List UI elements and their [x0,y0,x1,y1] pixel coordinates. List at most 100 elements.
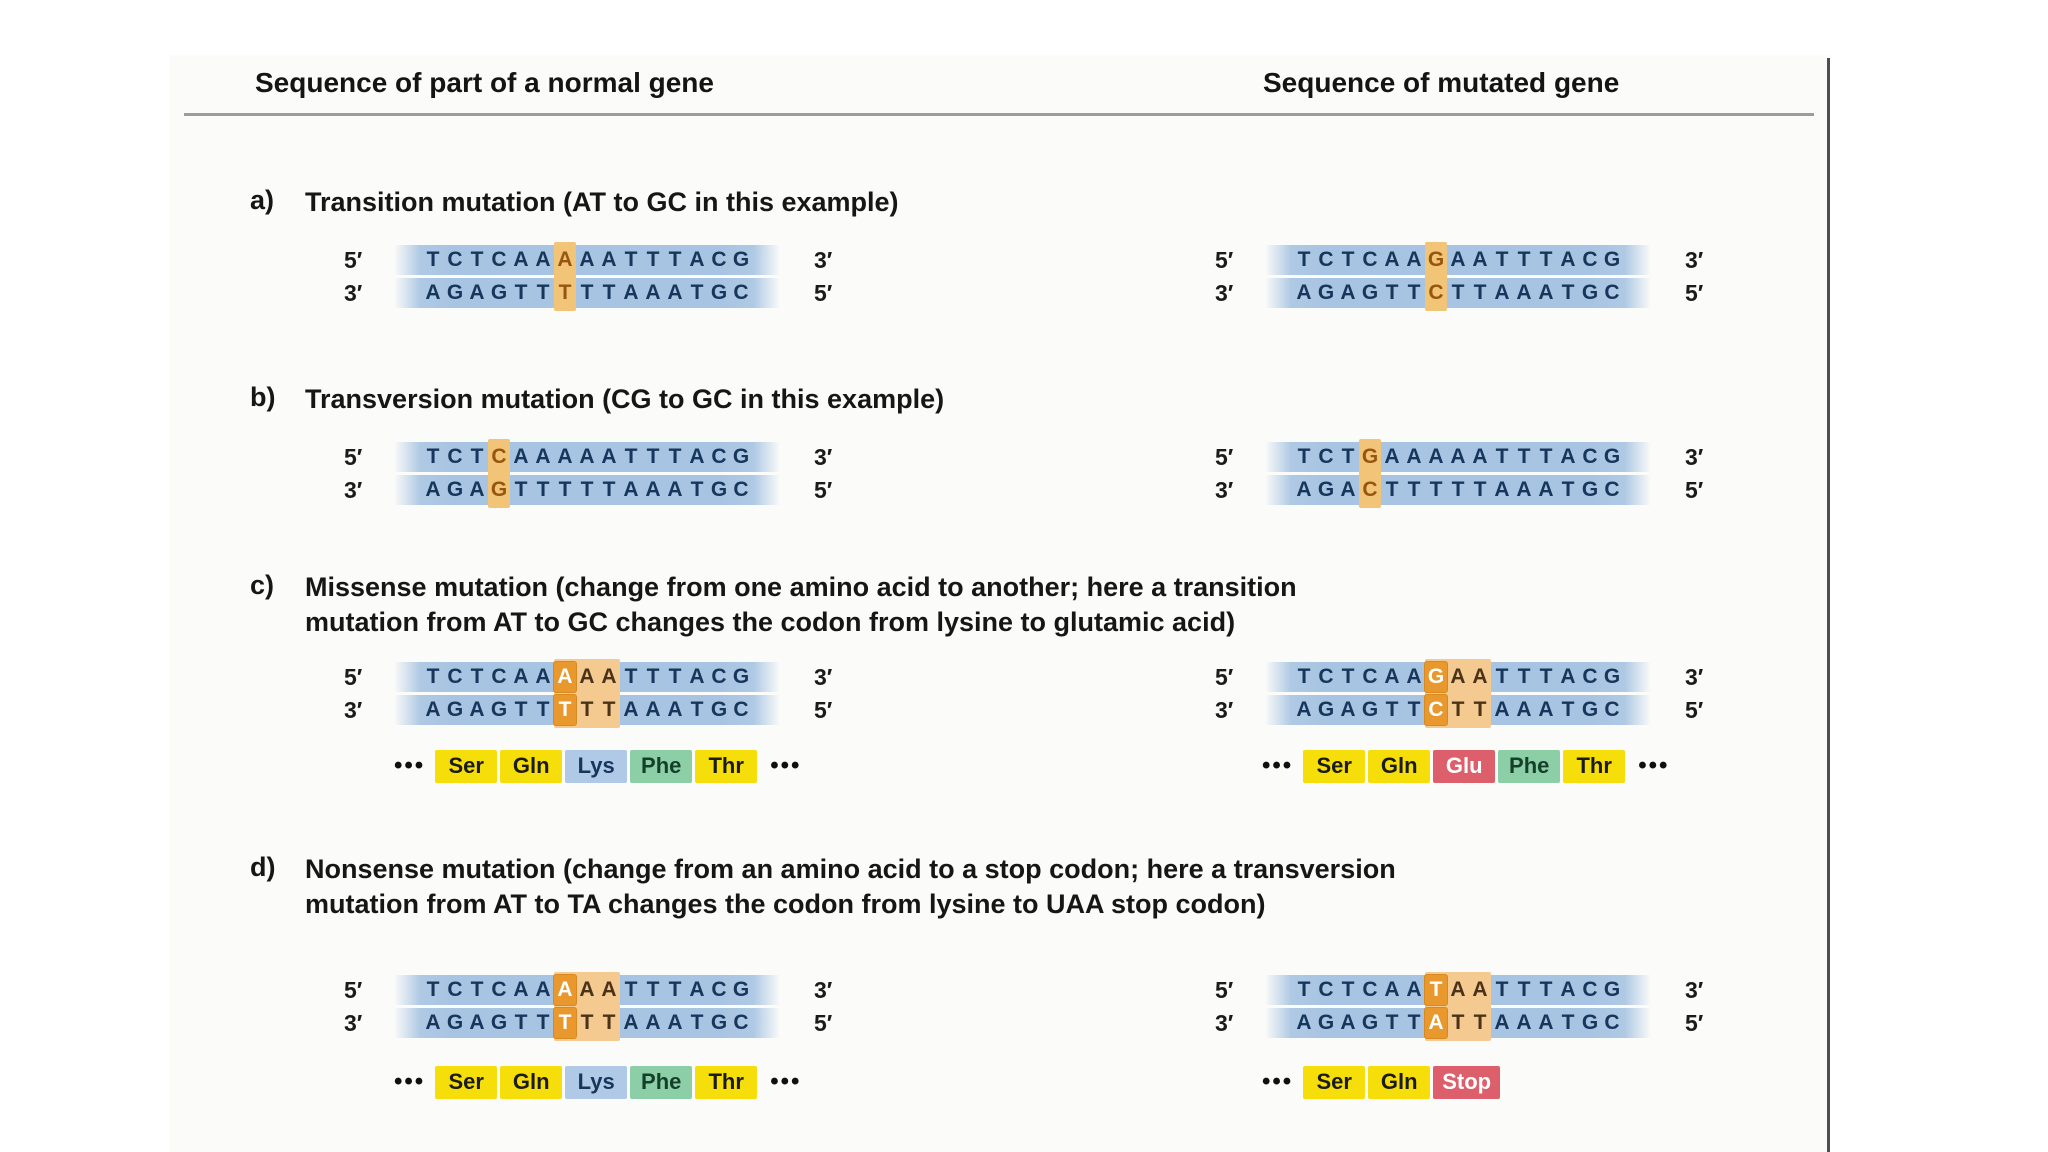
base: A [1494,1011,1510,1034]
base: T [1407,698,1421,721]
base: T [536,478,550,501]
base: C [1428,281,1444,304]
base: T [514,1011,528,1034]
section-title: Transversion mutation (CG to GC in this … [305,384,945,414]
base: A [1340,281,1356,304]
base: A [535,248,551,271]
ellipsis-dots: ••• [394,752,426,779]
base: G [1603,978,1621,1001]
base: A [1516,478,1532,501]
base: G [1603,248,1621,271]
strand-end-label: 5′ [1685,280,1704,306]
base: C [733,281,749,304]
base: C [711,978,727,1001]
amino-acid-thr: Thr [695,749,758,783]
base: T [1539,445,1553,468]
strand-end-labels: 3′5′ [814,662,854,725]
right-border-line [1827,58,1830,1152]
base: C [1604,281,1620,304]
base: A [689,248,705,271]
base: T [580,1011,594,1034]
base: A [1406,978,1422,1001]
section-label: b) [250,382,276,412]
base: C [733,1011,749,1034]
base: A [1538,1011,1554,1034]
strand-end-label: 3′ [1685,977,1704,1003]
base: A [1425,1008,1447,1038]
base: A [1296,281,1312,304]
strand-end-label: 3′ [1215,477,1234,503]
base: A [689,978,705,1001]
mutated-gene-column-header: Sequence of mutated gene [1263,67,1620,98]
base: C [491,248,507,271]
base: T [690,281,704,304]
base: G [732,665,750,688]
strand-end-labels: 3′5′ [1685,975,1725,1038]
base: T [1385,1011,1399,1034]
base: T [426,248,440,271]
base: A [513,978,529,1001]
base: A [513,248,529,271]
base: A [623,478,639,501]
base: C [733,478,749,501]
strand-end-label: 5′ [344,247,363,273]
base: T [602,281,616,304]
base: T [690,478,704,501]
base: T [554,695,576,725]
strand-end-label: 3′ [344,1010,363,1036]
strand-end-label: 3′ [1215,280,1234,306]
base: G [1317,698,1335,721]
base: G [1317,478,1335,501]
base: G [490,281,508,304]
section-title: Nonsense mutation (change from an amino … [305,854,1396,919]
base: A [623,1011,639,1034]
base: G [446,478,464,501]
base: C [1362,478,1378,501]
base: G [1603,445,1621,468]
mutation-highlight [1359,439,1381,508]
figure-panel: Sequence of part of a normal gene Sequen… [170,55,1830,1152]
base: T [1495,978,1509,1001]
base: T [646,978,660,1001]
base: C [711,665,727,688]
base: A [1472,445,1488,468]
base: C [1582,978,1598,1001]
base: A [425,1011,441,1034]
base: T [1539,978,1553,1001]
base: A [1384,978,1400,1001]
strand-end-labels: 5′3′ [344,245,384,308]
section-label: a) [250,185,275,215]
base: T [690,1011,704,1034]
base: C [1318,248,1334,271]
base: A [535,445,551,468]
base: A [1494,281,1510,304]
base: A [425,281,441,304]
base: T [558,281,572,304]
base: G [490,698,508,721]
strand-end-label: 5′ [1685,477,1704,503]
base: A [554,662,576,692]
strand-end-label: 5′ [1215,247,1234,273]
strand-end-label: 5′ [814,1010,833,1036]
base: A [1340,698,1356,721]
base: T [1385,478,1399,501]
base: C [711,248,727,271]
base: A [554,975,576,1005]
base: A [469,698,485,721]
base: G [1581,281,1599,304]
base: T [426,978,440,1001]
base: T [514,478,528,501]
base: T [1539,665,1553,688]
base: A [667,478,683,501]
strand-end-labels: 5′3′ [344,442,384,505]
base: T [602,478,616,501]
strand-end-label: 3′ [814,444,833,470]
header-divider [184,113,1814,116]
base: T [1451,1011,1465,1034]
